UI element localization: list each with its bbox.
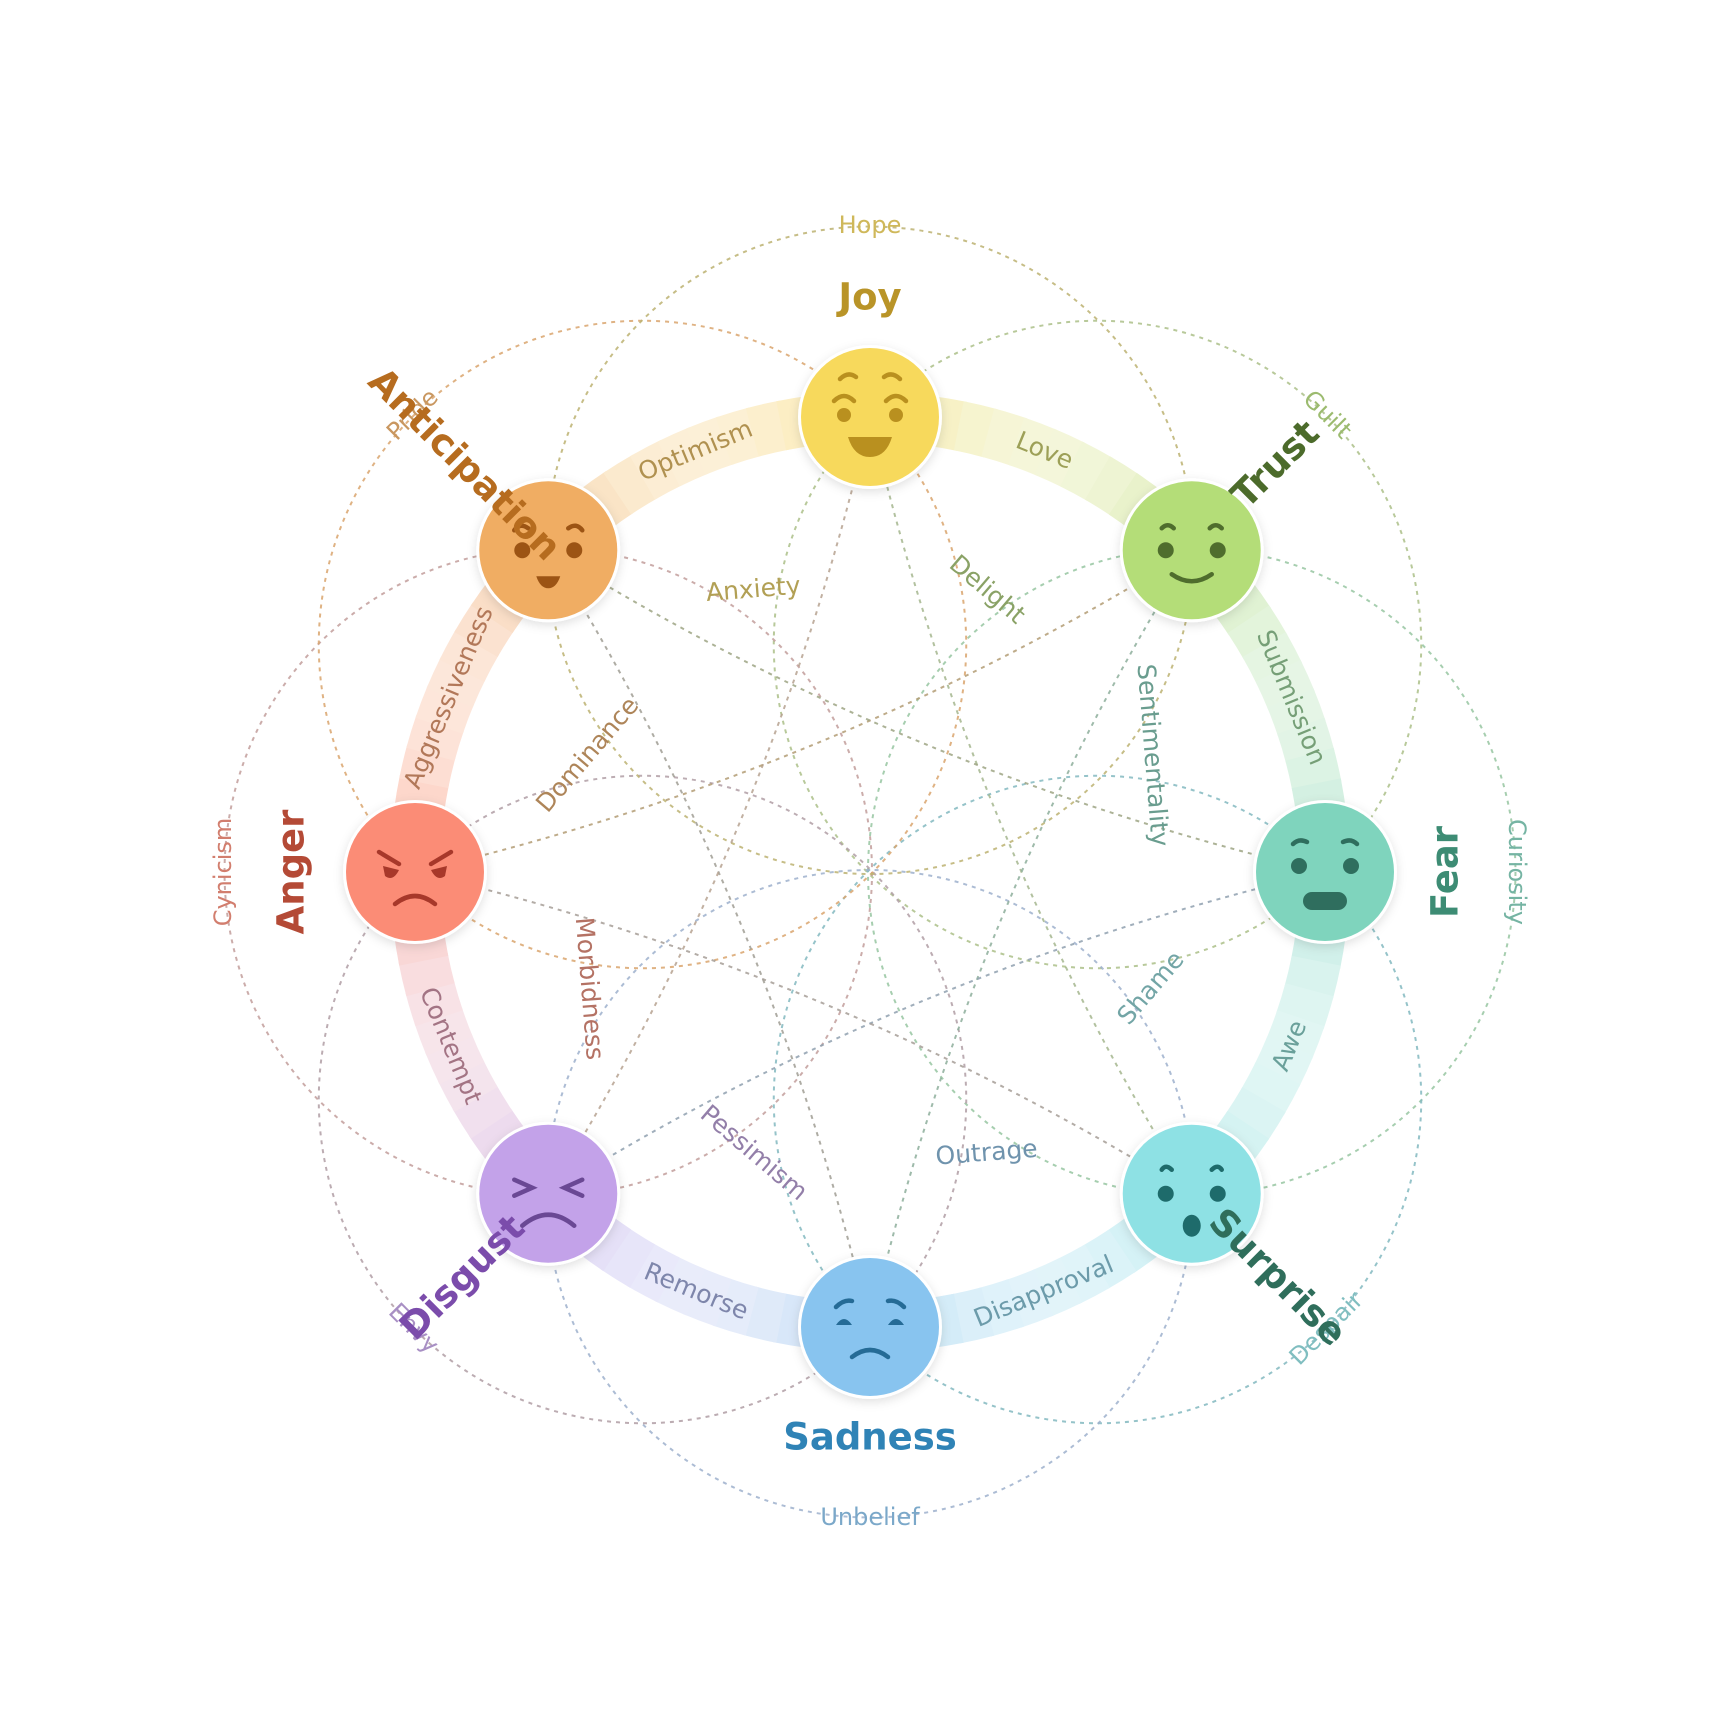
secondary-dyad-label: Unbelief: [820, 1503, 920, 1531]
tertiary-dyad-label: Delight: [944, 549, 1031, 630]
face-anger: [343, 800, 487, 944]
emotion-label-anticipation: Anticipation: [360, 359, 570, 569]
anger-expression-icon: [376, 849, 454, 907]
ring-band-segment: [742, 1286, 787, 1343]
face-fear: [1253, 800, 1397, 944]
face-disgust: [476, 1121, 621, 1266]
emotion-label-disgust: Disgust: [391, 1206, 533, 1348]
emotion-label-anger: Anger: [270, 809, 313, 935]
face-anticipation: [476, 478, 621, 623]
secondary-dyad-label: Curiosity: [1503, 819, 1531, 925]
face-disc: [1122, 1124, 1261, 1263]
tertiary-dyad-label: Pessimism: [695, 1099, 814, 1206]
secondary-dyad-label: Cynicism: [209, 818, 237, 927]
anticipation-expression-icon: [512, 523, 585, 589]
guide-circle: [223, 547, 873, 1197]
ring-band-segment: [600, 1227, 656, 1288]
face-disc: [1122, 481, 1261, 620]
dashed-chord-lines: [414, 416, 1326, 1328]
ring-band-segment: [745, 400, 790, 457]
face-trust: [1119, 478, 1264, 623]
surprise-expression-icon: [1157, 1164, 1226, 1237]
emotion-label-trust: Trust: [1223, 412, 1328, 517]
emotion-label-joy: Joy: [835, 276, 901, 319]
trust-expression-icon: [1157, 523, 1226, 584]
tertiary-dyad-label: Shame: [1111, 945, 1189, 1030]
ring-band-segment: [1284, 955, 1341, 1000]
ring-band-segment: [1084, 456, 1140, 517]
chord-line: [869, 549, 1193, 1328]
chord-line: [547, 416, 871, 1195]
ring-band-segment: [1240, 1062, 1301, 1115]
ring-band-segment: [398, 952, 455, 997]
guide-circle: [317, 774, 968, 1425]
ring-band-segment: [1060, 441, 1113, 502]
chord-line: [414, 549, 1193, 873]
emotion-label-fear: Fear: [1424, 825, 1467, 918]
face-disc: [346, 803, 484, 941]
face-disc: [801, 1258, 939, 1396]
secondary-dyad-label: Hope: [839, 211, 902, 239]
chord-line: [547, 549, 871, 1328]
face-sadness: [798, 1255, 942, 1399]
ring-band-segment: [1225, 1086, 1286, 1142]
face-joy: [798, 345, 942, 489]
guide-circle: [772, 774, 1423, 1425]
disgust-expression-icon: [512, 1177, 585, 1228]
emotion-label-sadness: Sadness: [783, 1416, 957, 1459]
face-disc: [1256, 803, 1394, 941]
face-disc: [801, 348, 939, 486]
ring-band-segment: [1276, 983, 1334, 1030]
sadness-expression-icon: [833, 1298, 907, 1360]
ring-band-segment: [981, 408, 1028, 466]
face-disc: [479, 481, 618, 620]
emotion-label-surprise: Surprise: [1201, 1200, 1356, 1355]
emotion-faces: [343, 345, 1397, 1399]
face-disc: [479, 1124, 618, 1263]
chord-line: [547, 871, 1326, 1195]
tertiary-dyad-label: Morbidness: [570, 916, 610, 1061]
chord-line: [414, 871, 1193, 1195]
chord-line: [547, 549, 1326, 873]
tertiary-dyad-label: Anxiety: [705, 571, 802, 607]
chord-line: [869, 416, 1193, 1195]
tertiary-dyad-label: Dominance: [530, 691, 644, 818]
guide-circle: [867, 547, 1517, 1197]
tertiary-dyad-label: Sentimentality: [1132, 663, 1175, 848]
guide-circle: [545, 225, 1195, 875]
guide-circle: [772, 319, 1423, 970]
ring-band-segment: [953, 401, 998, 458]
joy-expression-icon: [831, 372, 909, 457]
face-surprise: [1119, 1121, 1264, 1266]
tertiary-dyad-label: Outrage: [934, 1134, 1038, 1171]
fear-expression-icon: [1290, 838, 1360, 910]
